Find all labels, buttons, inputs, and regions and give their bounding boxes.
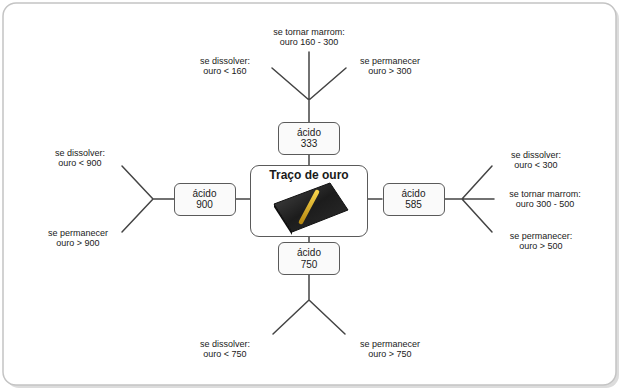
touchstone-edge bbox=[274, 204, 292, 235]
test-result-label: se tornar marrom: ouro 160 - 300 bbox=[264, 27, 354, 48]
acid-label: ácido 585 bbox=[396, 188, 432, 211]
gold-streak bbox=[301, 192, 317, 222]
frame bbox=[3, 3, 616, 385]
test-result-label: se dissolver: ouro < 750 bbox=[194, 339, 256, 360]
test-result-label: se tornar marrom: ouro 300 - 500 bbox=[500, 189, 590, 210]
branch-bottom bbox=[273, 272, 345, 334]
node-title: Traço de ouro bbox=[269, 169, 348, 183]
acid-label: ácido 900 bbox=[187, 188, 223, 211]
acid-box: ácido 900 bbox=[174, 183, 236, 216]
touchstone bbox=[274, 183, 348, 232]
test-result-label: se permanecer ouro > 300 bbox=[354, 56, 426, 77]
acid-box: ácido 585 bbox=[383, 183, 445, 216]
branch-right bbox=[444, 166, 494, 232]
test-result-label: se permanecer: ouro > 500 bbox=[505, 231, 577, 252]
touchstone-box: Traço de ouro bbox=[250, 165, 368, 237]
branch-lines bbox=[122, 52, 494, 334]
test-result-label: se dissolver: ouro < 900 bbox=[49, 148, 111, 169]
acid-label: ácido 333 bbox=[291, 127, 327, 150]
acid-box: ácido 750 bbox=[278, 242, 340, 275]
test-result-label: se dissolver: ouro < 160 bbox=[194, 56, 256, 77]
acid-label: ácido 750 bbox=[291, 247, 327, 270]
touchstone-illustration bbox=[274, 183, 348, 235]
test-result-label: se permanecer ouro > 900 bbox=[42, 228, 114, 249]
connector-line bbox=[236, 198, 251, 200]
branch-left bbox=[122, 166, 174, 232]
acid-box: ácido 333 bbox=[278, 122, 340, 155]
connector-line bbox=[368, 198, 383, 200]
connector-line bbox=[308, 155, 310, 166]
test-result-label: se dissolver: ouro < 300 bbox=[505, 150, 567, 171]
test-result-label: se permanecer ouro > 750 bbox=[354, 339, 426, 360]
branch-top bbox=[272, 52, 346, 124]
